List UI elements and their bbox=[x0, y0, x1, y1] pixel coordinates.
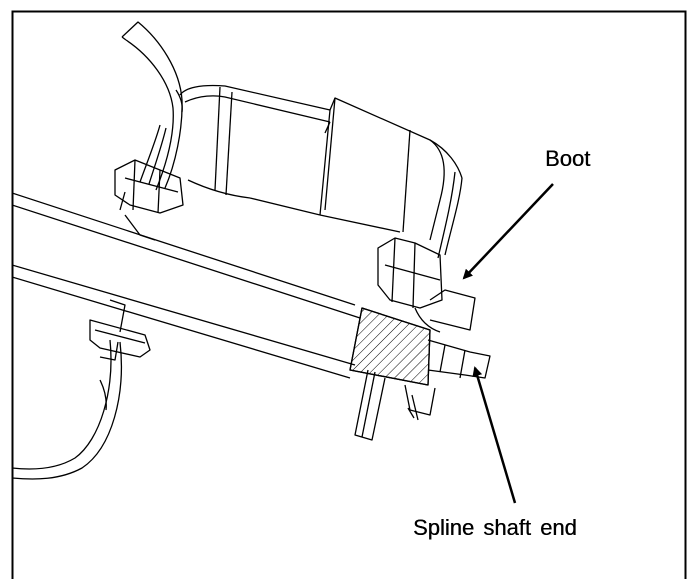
upper-bracket bbox=[121, 21, 183, 191]
right-bolt bbox=[377, 237, 443, 333]
leader-arrows bbox=[462, 183, 554, 504]
spline-shaft-flange bbox=[404, 289, 491, 421]
spline-shaft-arrow bbox=[472, 366, 517, 504]
left-bolt bbox=[89, 299, 151, 361]
spline-shaft-end-label: Spline shaft end bbox=[413, 515, 577, 540]
frame-border bbox=[11, 10, 687, 579]
coupling-block bbox=[349, 307, 431, 386]
boot-label: Boot bbox=[545, 146, 591, 171]
lower-plate bbox=[354, 369, 386, 441]
main-shaft-tube bbox=[12, 192, 361, 379]
boot-body bbox=[179, 84, 463, 259]
lower-bracket bbox=[12, 339, 123, 480]
boot-arrow bbox=[462, 183, 554, 280]
upper-bolt bbox=[114, 159, 184, 241]
